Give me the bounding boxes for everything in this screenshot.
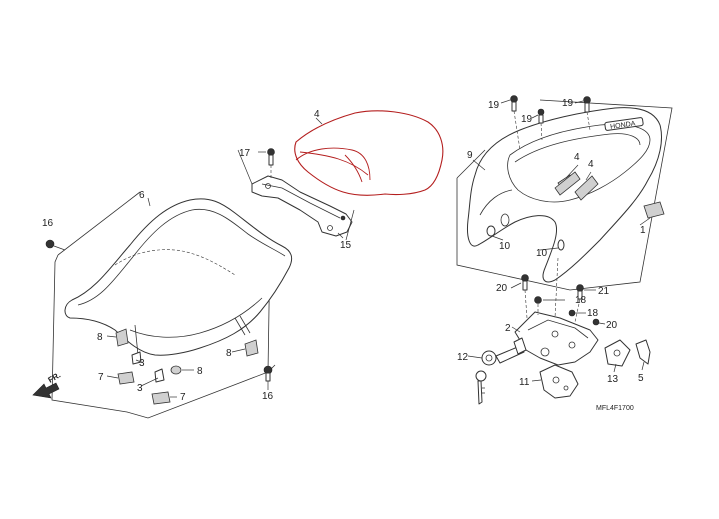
callout-2: 2 (505, 323, 511, 334)
bracket-leaders (237, 149, 355, 241)
rubber-pad-7-lower[interactable] (151, 391, 171, 405)
callout-7b: 7 (180, 392, 186, 403)
callout-10a: 10 (499, 241, 511, 252)
passenger-seat[interactable] (294, 110, 444, 196)
latch-clip[interactable] (604, 339, 631, 367)
bolt-20-left[interactable] (521, 274, 529, 291)
callout-8c: 8 (197, 366, 203, 377)
seat-cushion-left[interactable] (115, 328, 129, 347)
callout-10b: 10 (536, 248, 548, 259)
callout-labels: 1 2 3 3 4 4 4 5 6 7 7 8 8 8 9 10 10 11 1… (42, 98, 646, 412)
rubber-pad-4-left[interactable] (554, 171, 581, 196)
callout-15: 15 (340, 240, 352, 251)
bolt-19-middle[interactable] (537, 108, 545, 141)
right-leaders (467, 99, 651, 382)
callout-18a: 18 (575, 295, 587, 306)
seat-bracket[interactable] (251, 175, 353, 237)
bolt-20-right[interactable] (592, 318, 600, 326)
callout-21: 21 (598, 286, 610, 297)
rubber-pad-1[interactable] (643, 201, 665, 219)
grommet-10-left[interactable] (486, 213, 510, 237)
seat-latch[interactable] (539, 364, 579, 399)
callout-16b: 16 (262, 391, 274, 402)
bolt-16-bottom[interactable] (263, 365, 273, 382)
rubber-pad-7-upper[interactable] (117, 371, 135, 385)
callout-3b: 3 (137, 383, 143, 394)
callout-5: 5 (638, 373, 644, 384)
seat-cushion-right[interactable] (244, 339, 259, 357)
callout-4a: 4 (314, 109, 320, 120)
svg-text:HONDA: HONDA (610, 120, 636, 130)
grommet-10-right[interactable] (557, 239, 565, 251)
seat-cowl-assembly-frame (456, 99, 673, 291)
callout-20b: 20 (606, 320, 618, 331)
callout-20a: 20 (496, 283, 508, 294)
callout-9: 9 (467, 150, 473, 161)
callout-7a: 7 (98, 372, 104, 383)
diagram-code: MFL4F1700 (596, 405, 634, 412)
bolt-18-left[interactable] (534, 296, 542, 304)
callout-11: 11 (519, 377, 530, 388)
callout-16a: 16 (42, 218, 54, 229)
callout-19b: 19 (521, 114, 533, 125)
grommet-8-right[interactable] (170, 365, 182, 375)
left-leaders (106, 197, 269, 398)
callout-8b: 8 (226, 348, 232, 359)
seat-cowl[interactable]: HONDA (467, 107, 662, 283)
bolt-19-right[interactable] (583, 96, 591, 131)
callout-4b: 4 (574, 152, 580, 163)
callout-13: 13 (607, 374, 619, 385)
callout-17: 17 (239, 148, 251, 159)
bolt-19-left[interactable] (510, 95, 521, 151)
front-direction-arrow: FR. (32, 370, 63, 399)
callout-18b: 18 (587, 308, 599, 319)
bolt-16-left[interactable] (45, 239, 66, 251)
callout-8a: 8 (97, 332, 103, 343)
callout-12: 12 (457, 352, 469, 363)
callout-6: 6 (139, 190, 145, 201)
callout-4c: 4 (588, 159, 594, 170)
cable-stay[interactable] (635, 339, 651, 365)
callout-19c: 19 (562, 98, 574, 109)
callout-19a: 19 (488, 100, 500, 111)
svg-text:FR.: FR. (47, 370, 63, 384)
bolt-17[interactable] (267, 148, 275, 166)
bolt-18-right[interactable] (568, 309, 576, 317)
rubber-pad-4-right[interactable] (574, 175, 599, 201)
callout-1: 1 (640, 225, 646, 236)
key[interactable] (475, 370, 487, 405)
seat-lock-cylinder[interactable] (481, 337, 527, 366)
rider-seat[interactable] (64, 198, 293, 356)
callout-3a: 3 (139, 358, 145, 369)
clip-3-lower[interactable] (154, 368, 165, 383)
seat-latch-bracket[interactable] (514, 311, 599, 366)
